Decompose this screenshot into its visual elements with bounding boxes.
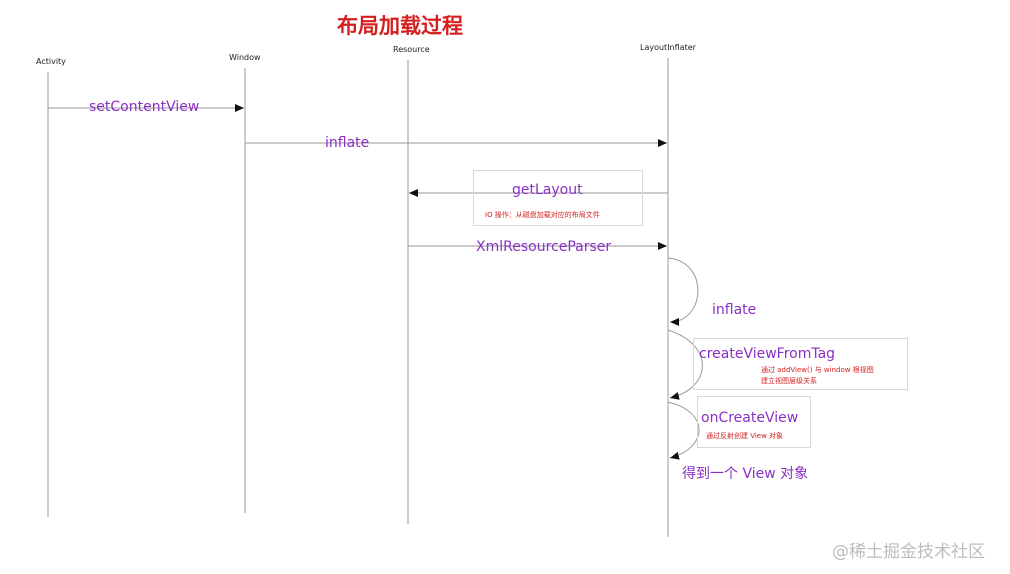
participant-resource: Resource [393,45,430,54]
note-on-create-view: 通过反射创建 View 对象 [706,432,784,440]
message-create-view-from-tag: createViewFromTag [699,346,836,362]
note-create-view-from-tag-box [693,338,908,390]
message-xml-resource-parser: XmlResourceParser [476,239,612,255]
message-on-create-view: onCreateView [701,410,799,426]
message-inflate: inflate [325,135,370,151]
note-get-layout-box [473,170,643,226]
note-get-layout: IO 操作：从磁盘加载对应的布局文件 [485,211,600,219]
message-result: 得到一个 View 对象 [682,466,809,482]
message-set-content-view: setContentView [89,99,200,115]
diagram-title: 布局加载过程 [337,14,463,38]
self-call-inflate [667,257,699,326]
note-create-view-from-tag-line1: 通过 addView() 与 window 根视图 [761,366,874,374]
note-on-create-view-box [697,396,811,448]
watermark: @稀土掘金技术社区 [832,542,985,562]
participant-activity: Activity [36,57,66,66]
participant-layout-inflater: LayoutInflater [640,43,696,52]
self-call-on-create-view [667,401,700,460]
message-inflate-self: inflate [712,302,757,318]
message-get-layout: getLayout [512,182,583,198]
self-call-create-view-from-tag [667,329,703,400]
participant-window: Window [229,53,261,62]
note-create-view-from-tag-line2: 建立视图层级关系 [761,377,817,385]
